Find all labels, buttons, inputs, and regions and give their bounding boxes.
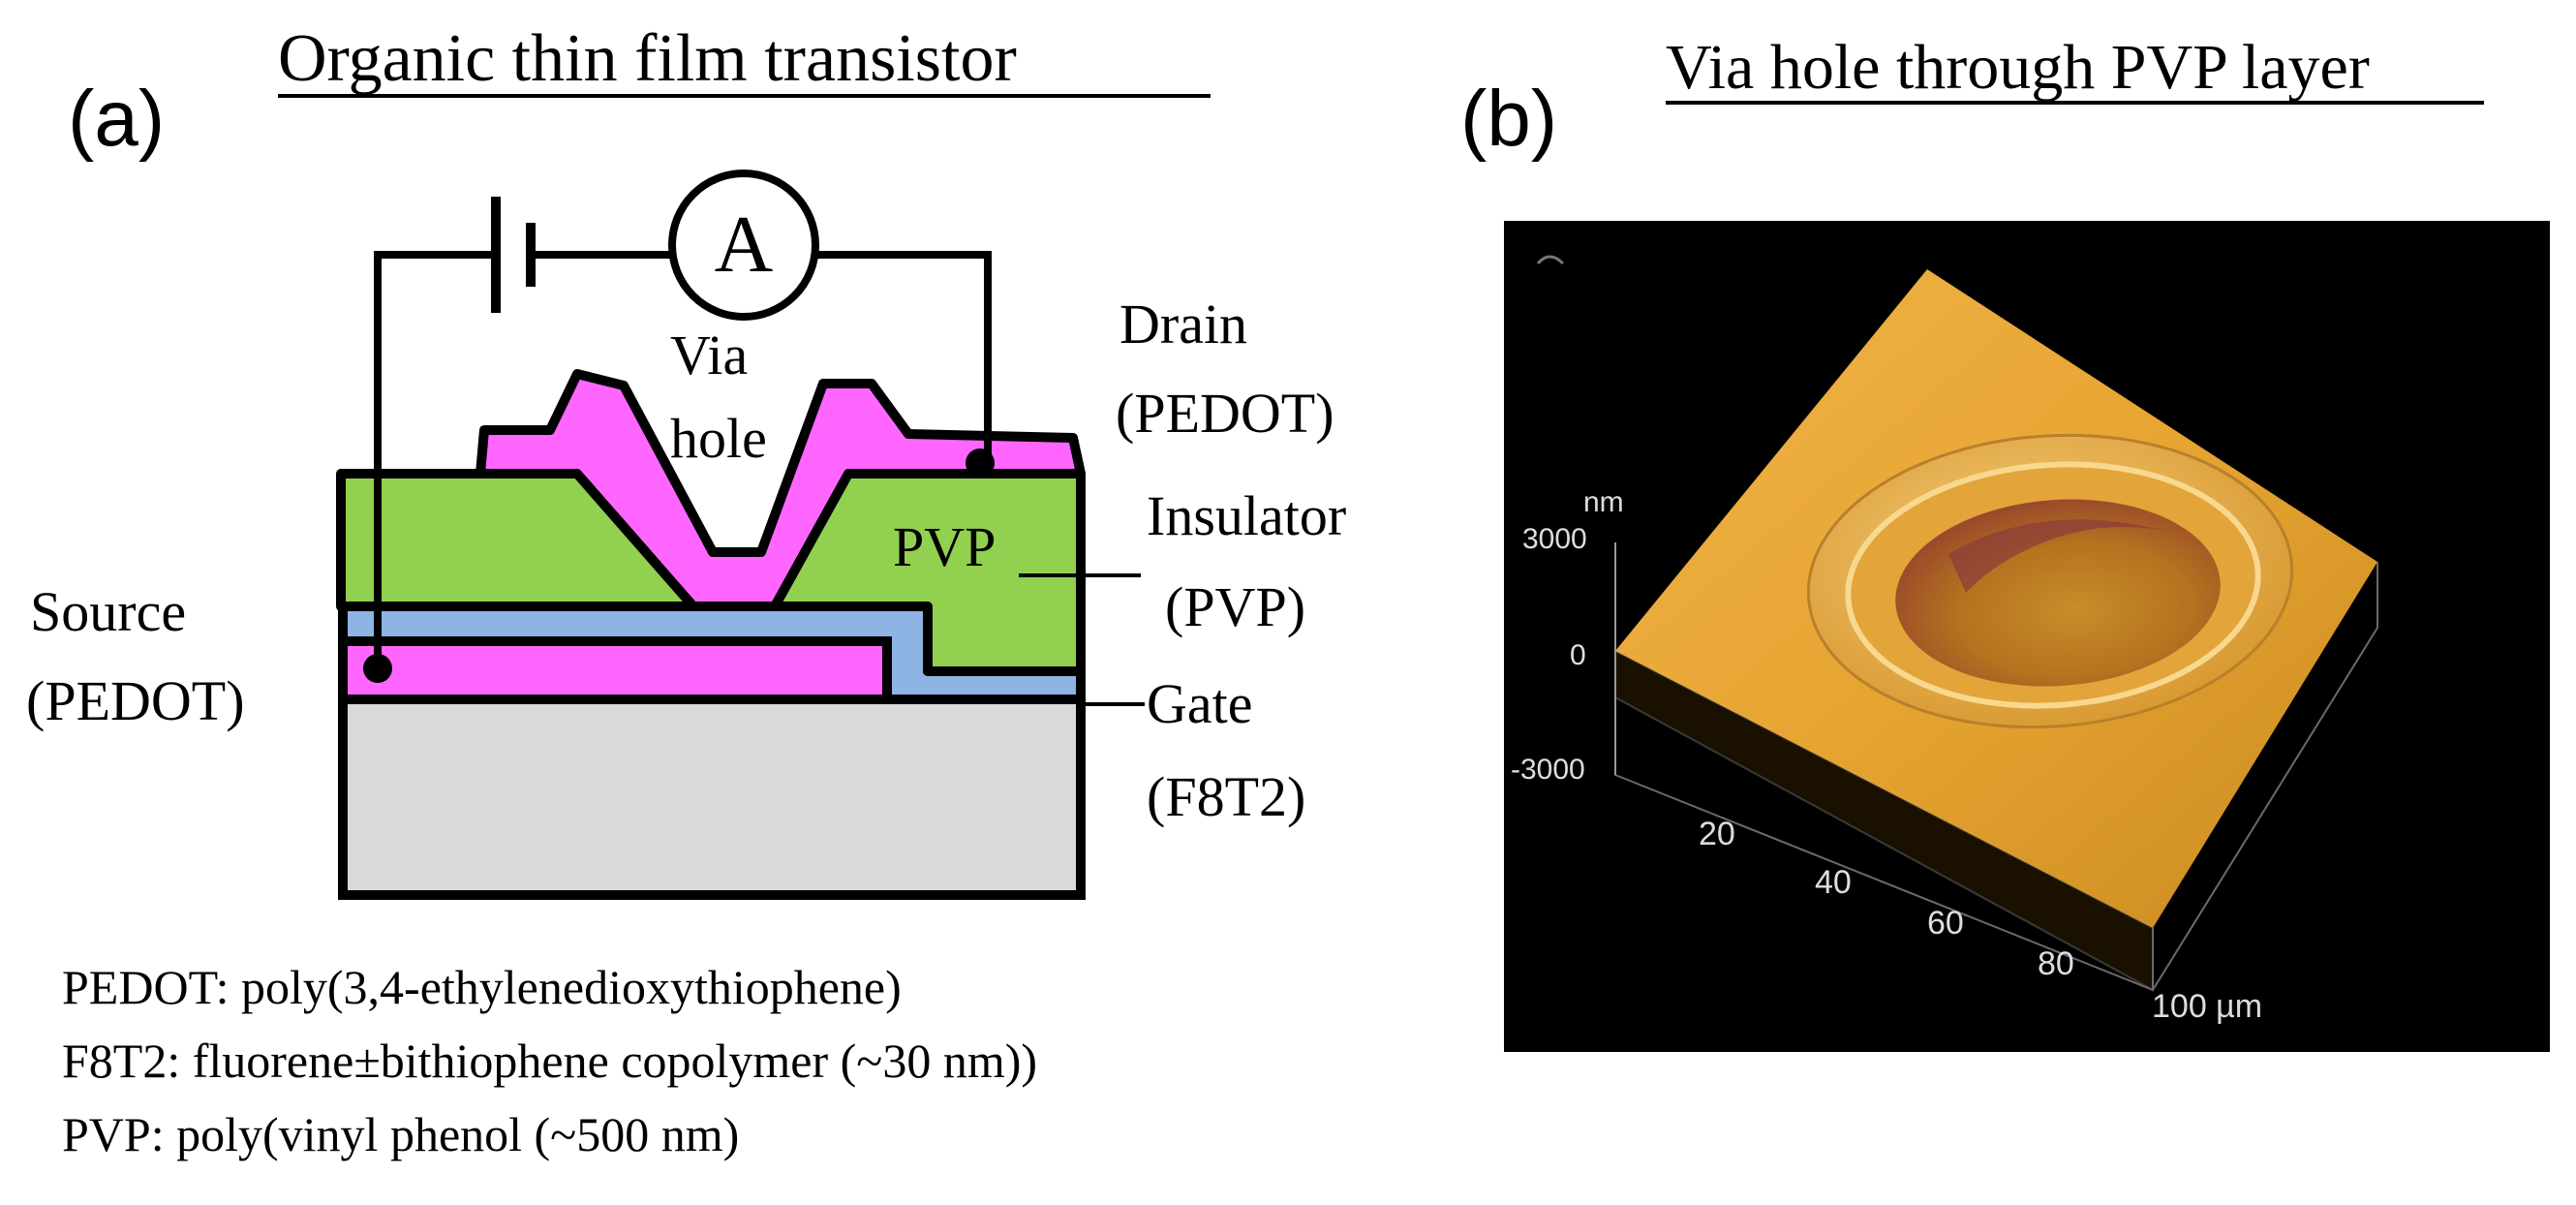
circuit-wire [815, 251, 992, 461]
drain-contact-dot [966, 448, 995, 478]
legend-line-pvp: PVP: poly(vinyl phenol (~500 nm) [62, 1107, 740, 1161]
panel-b: (b) Via hole through PVP layer nm 3000 0… [1460, 32, 2550, 1052]
source-label: (PEDOT) [26, 669, 245, 732]
x-tick-label: 80 [2038, 945, 2074, 982]
panel-b-label: (b) [1460, 75, 1557, 163]
panel-a-title: Organic thin film transistor [278, 21, 1017, 96]
x-tick-label: 60 [1927, 905, 1964, 942]
x-tick-label: 100 µm [2152, 988, 2262, 1025]
circuit-wire [374, 251, 494, 668]
legend-line-f8t2: F8T2: fluorene±bithiophene copolymer (~3… [62, 1034, 1038, 1088]
z-tick-label: -3000 [1511, 754, 1585, 786]
panel-a-label: (a) [68, 75, 165, 163]
z-tick-label: 0 [1570, 639, 1586, 671]
drain-pedot-layer [475, 369, 1086, 611]
substrate-layer [338, 695, 1086, 900]
source-label: Source [30, 580, 186, 643]
ammeter-circle [668, 170, 819, 321]
x-tick-label: 20 [1699, 816, 1735, 852]
drain-label: Drain [1119, 293, 1247, 355]
source-contact-dot [363, 654, 392, 683]
panel-a: (a) Organic thin film transistor A Via h… [26, 21, 1346, 900]
afm-box-edge [2152, 562, 2378, 991]
via-hole-shadow [1948, 519, 2165, 593]
afm-corner-mark [1536, 255, 1565, 265]
panel-b-title: Via hole through PVP layer [1666, 32, 2370, 103]
via-hole-label: hole [670, 407, 767, 470]
gate-label: Gate [1147, 672, 1253, 735]
ammeter-label: A [715, 200, 774, 290]
gate-label: (F8T2) [1147, 765, 1305, 828]
z-axis-unit: nm [1583, 486, 1624, 518]
insulator-label: (PVP) [1165, 575, 1305, 638]
drain-label: (PEDOT) [1116, 382, 1334, 445]
insulator-label: Insulator [1147, 484, 1346, 547]
x-tick-label: 40 [1815, 864, 1852, 901]
via-hole-label: Via [670, 324, 748, 386]
z-tick-label: 3000 [1522, 523, 1587, 555]
pvp-label: PVP [893, 515, 996, 578]
legend-line-pedot: PEDOT: poly(3,4-ethylenedioxythiophene) [62, 960, 902, 1014]
source-pedot-layer [338, 636, 892, 704]
